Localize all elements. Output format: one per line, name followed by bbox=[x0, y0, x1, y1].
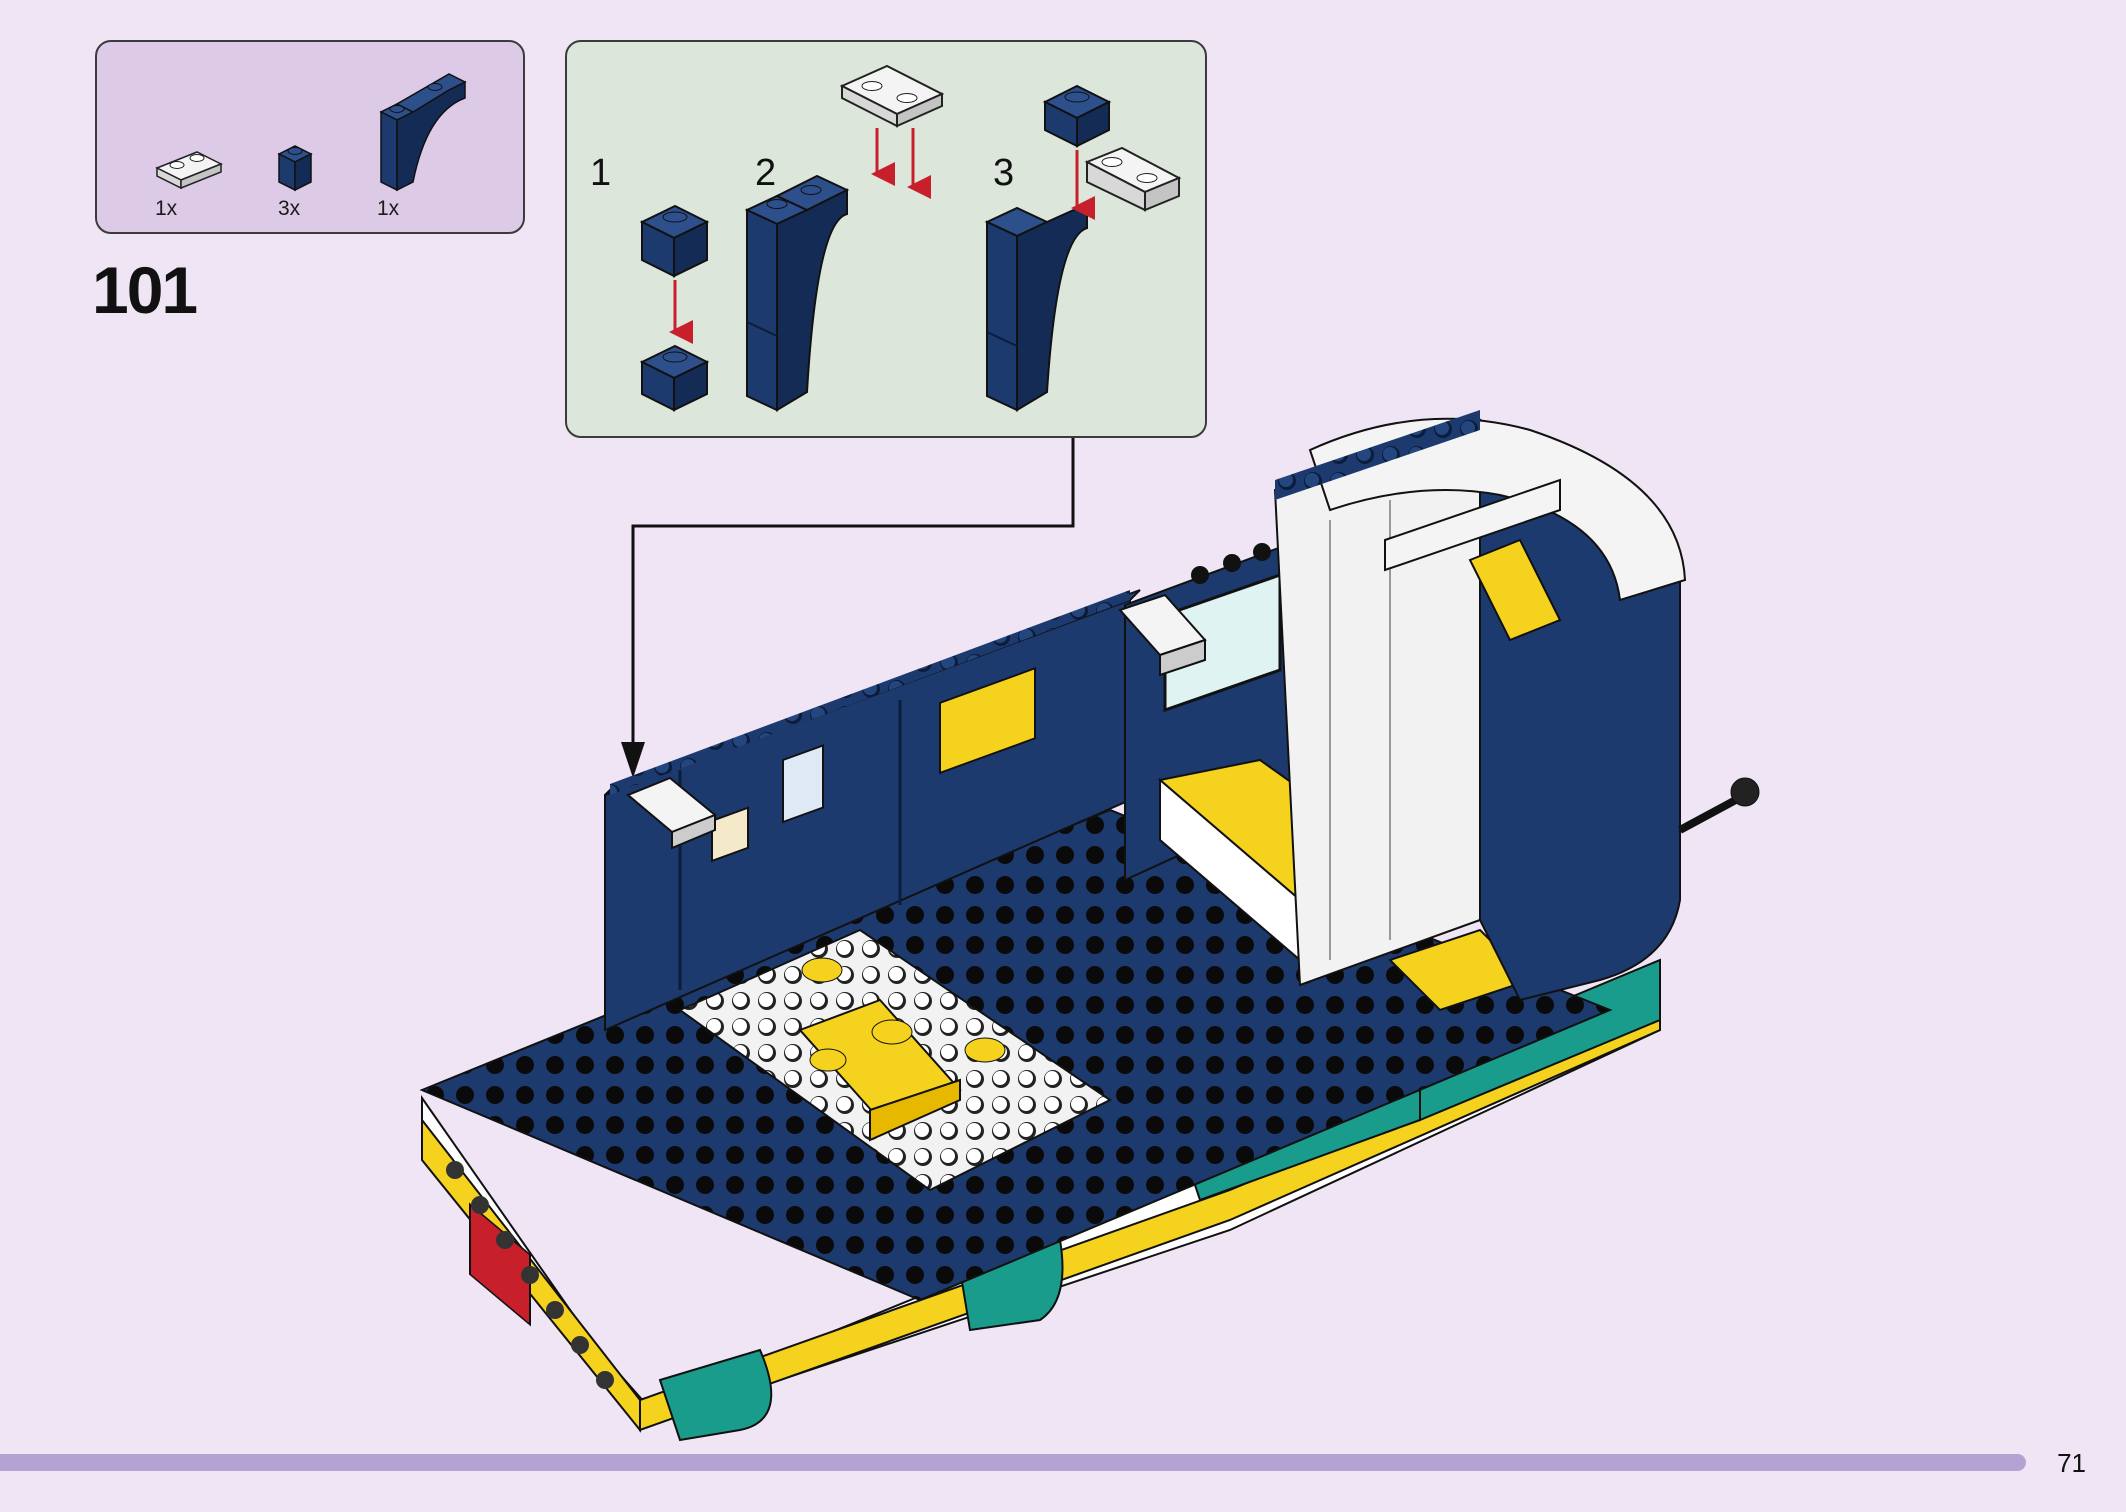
substep-2-illustration bbox=[744, 64, 945, 412]
white-plate-1x2-icon bbox=[155, 151, 223, 190]
part-quantity: 3x bbox=[278, 197, 301, 220]
part-quantity: 1x bbox=[155, 197, 178, 220]
substep-label: 2 bbox=[755, 152, 777, 194]
parts-list-callout bbox=[95, 40, 525, 234]
step-number: 101 bbox=[92, 253, 198, 327]
navy-brick-1x1-icon bbox=[277, 145, 313, 192]
substep-3-illustration bbox=[984, 84, 1182, 412]
substep-callout bbox=[565, 40, 1207, 438]
substep-label: 3 bbox=[993, 152, 1015, 194]
page-progress-bar bbox=[0, 1454, 2026, 1471]
cab-section bbox=[1273, 410, 1687, 1002]
page-number: 71 bbox=[2057, 1448, 2086, 1478]
navy-arch-brick-icon bbox=[379, 73, 467, 192]
part-quantity: 1x bbox=[377, 197, 400, 220]
back-wall bbox=[604, 589, 1141, 1032]
yellow-floor-pieces bbox=[798, 957, 1006, 1142]
substep-1-illustration bbox=[639, 204, 710, 412]
callout-leader-arrow bbox=[621, 438, 1075, 778]
tow-hitch bbox=[1678, 777, 1760, 834]
substep-label: 1 bbox=[590, 152, 612, 194]
